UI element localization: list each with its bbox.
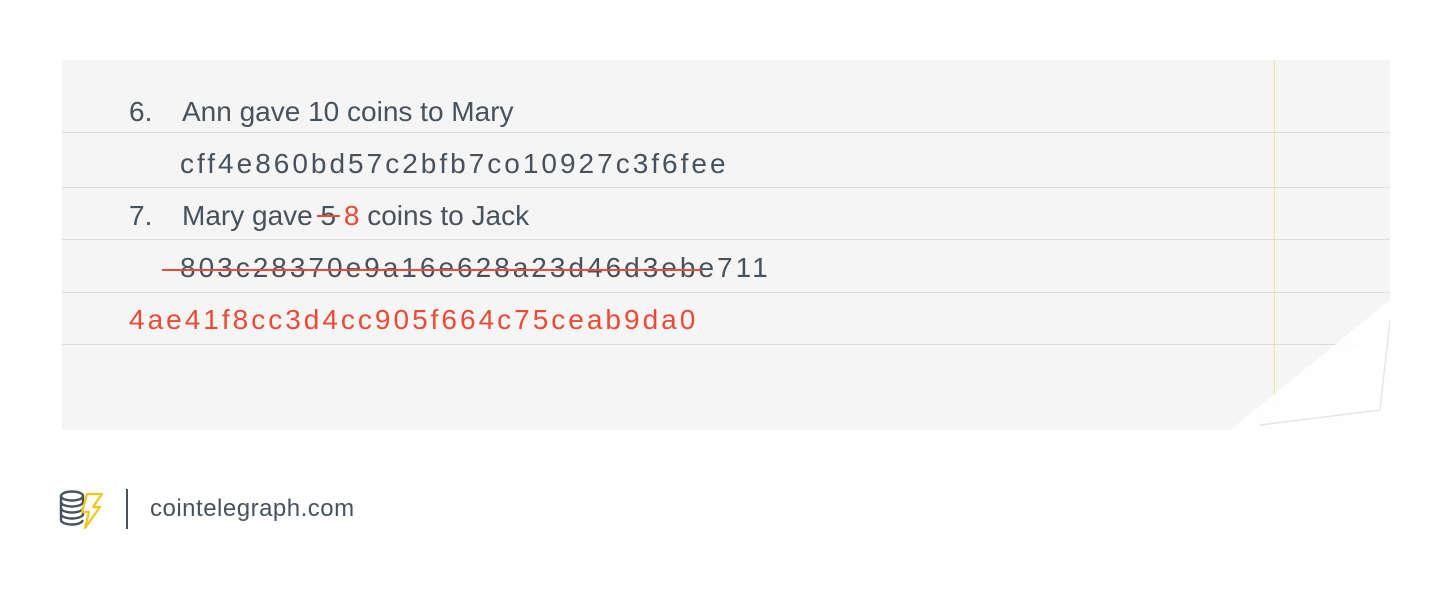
notebook-paper: 6. Ann gave 10 coins to Mary cff4e860bd5… [62, 60, 1390, 430]
site-name: cointelegraph.com [150, 495, 355, 522]
entry-text-prefix: Mary gave [182, 200, 313, 231]
new-amount: 8 [343, 200, 360, 231]
old-hash: 803c28370e9a16e628a23d46d3ebe711 [161, 251, 771, 285]
entry-text: Ann gave 10 coins to Mary [182, 96, 514, 127]
ruled-line [62, 344, 1390, 345]
old-hash-tail: e711 [698, 252, 771, 283]
ruled-line [62, 132, 1390, 133]
ruled-line [62, 239, 1390, 240]
cointelegraph-coins-bolt-icon [59, 490, 104, 530]
new-hash: 4ae41f8cc3d4cc905f664c75ceab9da0 [129, 304, 699, 335]
margin-line [1274, 60, 1275, 430]
entry-number: 7. [129, 200, 153, 231]
ruled-line [62, 187, 1390, 188]
entry-hash: cff4e860bd57c2bfb7co10927c3f6fee [180, 148, 729, 179]
entry-number: 6. [129, 96, 153, 127]
page-curl-icon [1230, 300, 1390, 430]
entry-text-suffix: coins to Jack [367, 200, 530, 231]
footer-divider [126, 489, 128, 529]
old-hash-struck: 803c28370e9a16e628a23d46d3eb [161, 252, 703, 283]
old-amount-struck: 5 [316, 200, 340, 231]
ruled-line [62, 292, 1390, 293]
entry-text: Mary gave 5 8 coins to Jack [182, 199, 529, 233]
